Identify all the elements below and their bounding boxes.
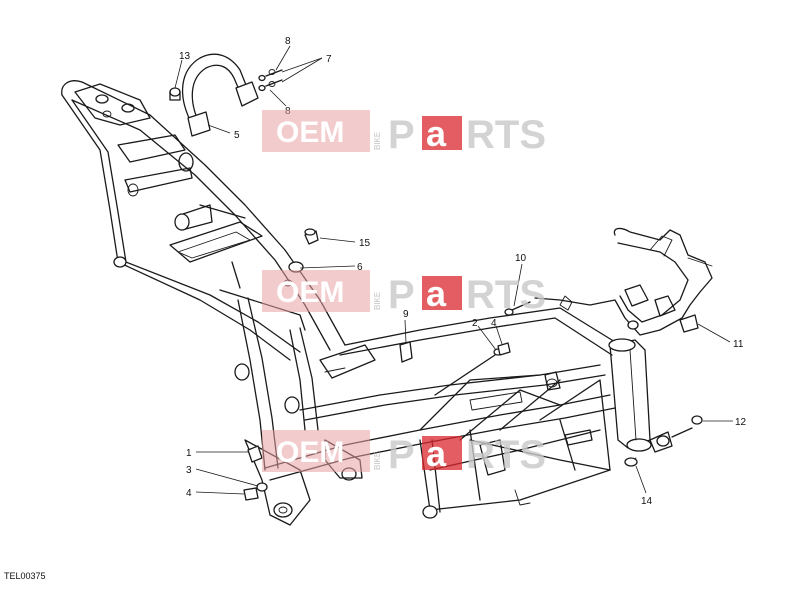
- watermark-bike-text: BIKE: [373, 132, 382, 150]
- motorcycle-frame-drawing: [61, 53, 713, 526]
- watermark-top: OEM BIKE P a RTS: [262, 110, 546, 157]
- watermark-a-text: a: [426, 113, 447, 154]
- watermark-p-text: P: [388, 113, 415, 157]
- callout-4-rear: 4: [186, 488, 192, 499]
- callout-3: 3: [186, 465, 192, 476]
- callout-4-front: 4: [491, 318, 497, 329]
- callout-10: 11: [733, 339, 744, 350]
- callout-9: 9: [403, 309, 409, 320]
- watermark-rts-text: RTS: [466, 113, 546, 157]
- watermark-rts-text: RTS: [466, 273, 546, 317]
- watermark-p-text: P: [388, 273, 415, 317]
- callout-1: 1: [186, 448, 192, 459]
- callout-2: 2: [472, 318, 478, 329]
- watermark-middle: OEM BIKE P a RTS: [262, 270, 546, 317]
- leader-lines: [174, 45, 733, 495]
- callout-11: 10: [515, 253, 527, 264]
- callout-7: 6: [357, 262, 363, 273]
- callout-6: 7: [326, 54, 332, 65]
- watermark-oem-text: OEM: [276, 436, 344, 469]
- callout-13: 14: [641, 496, 653, 507]
- watermark-oem-text: OEM: [276, 116, 344, 149]
- diagram-reference-code: TEL00375: [4, 571, 46, 581]
- watermark-a-text: a: [426, 273, 447, 314]
- watermark-rts-text: RTS: [466, 433, 546, 477]
- watermark-bike-text: BIKE: [373, 452, 382, 470]
- callout-8-top: 8: [285, 36, 291, 47]
- watermark-p-text: P: [388, 433, 415, 477]
- watermark-a-text: a: [426, 433, 447, 474]
- watermark-bike-text: BIKE: [373, 292, 382, 310]
- callout-14: 13: [179, 51, 191, 62]
- callout-5: 5: [234, 130, 240, 141]
- watermark-oem-text: OEM: [276, 276, 344, 309]
- callout-12: 12: [735, 417, 747, 428]
- callout-15: 15: [359, 238, 371, 249]
- watermark-bottom: OEM BIKE P a RTS: [262, 430, 546, 477]
